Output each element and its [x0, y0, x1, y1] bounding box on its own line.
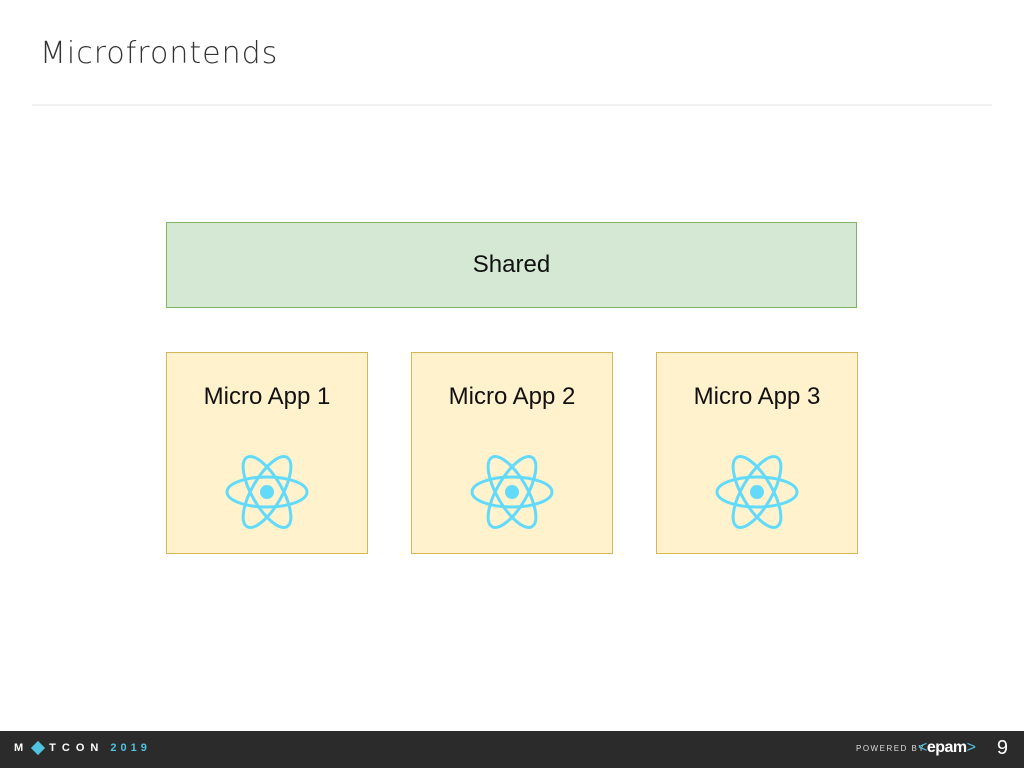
micro-app-label: Micro App 3 [693, 383, 821, 410]
sponsor-bracket-right: > [966, 739, 976, 756]
conference-logo-mark [31, 740, 46, 756]
title-divider [32, 104, 992, 106]
conference-logo-prefix: M [14, 742, 30, 754]
slide-title: Microfrontends [40, 36, 279, 71]
powered-by-label: POWERED BY [856, 744, 926, 753]
footer-bar: M TCON 2019 POWERED BY <epam> 9 [0, 731, 1024, 768]
sponsor-logo: <epam> [918, 739, 976, 757]
react-icon [225, 455, 309, 529]
react-icon [470, 455, 554, 529]
shared-box: Shared [166, 222, 857, 308]
conference-year: 2019 [110, 742, 151, 754]
conference-logo: M TCON 2019 [14, 740, 151, 756]
micro-app-box-2: Micro App 2 [411, 352, 613, 554]
micro-app-box-1: Micro App 1 [166, 352, 368, 554]
sponsor-bracket-left: < [918, 739, 927, 756]
micro-app-label: Micro App 2 [448, 383, 576, 410]
page-number: 9 [996, 737, 1008, 759]
sponsor-name: epam [926, 739, 967, 756]
shared-label: Shared [472, 251, 551, 278]
react-icon [715, 455, 799, 529]
micro-app-label: Micro App 1 [203, 383, 331, 410]
conference-logo-suffix: TCON [49, 742, 105, 754]
micro-app-box-3: Micro App 3 [656, 352, 858, 554]
